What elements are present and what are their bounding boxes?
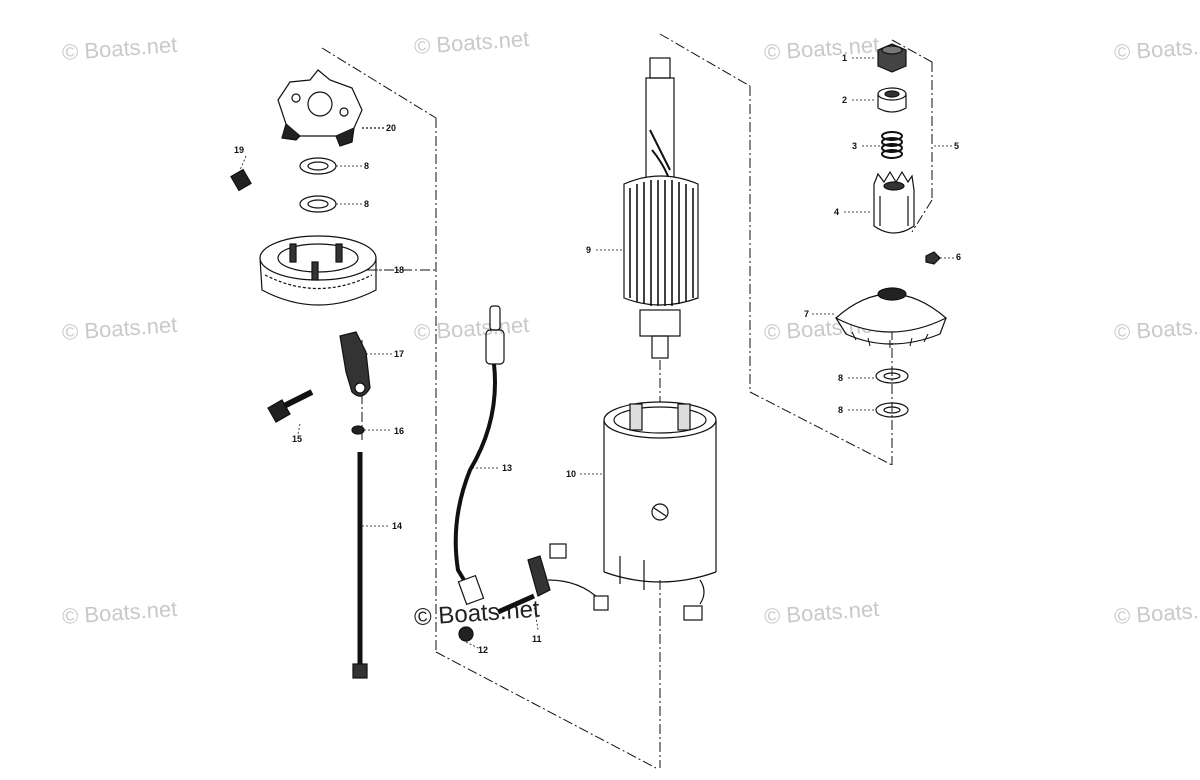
part-label-7: 7 [804, 309, 810, 319]
part-label-16: 16 [394, 426, 405, 436]
part-label-4: 4 [834, 207, 840, 217]
lockwasher-part-16 [351, 425, 365, 435]
part-label-15: 15 [292, 434, 303, 444]
spring-part-3 [881, 131, 903, 159]
lead-wire-part-13 [453, 305, 505, 606]
end-plate-part-20 [277, 69, 384, 147]
part-label-8: 8 [838, 373, 844, 383]
part-label-12: 12 [478, 645, 489, 655]
part-label-14: 14 [392, 521, 403, 531]
part-label-20: 20 [386, 123, 397, 133]
part-label-17: 17 [394, 349, 405, 359]
bolt-part-15 [267, 389, 314, 423]
brush-holder-part-18 [259, 235, 377, 306]
nut-part-6 [925, 251, 941, 265]
bracket-part-17 [339, 331, 371, 397]
part-label-10: 10 [566, 469, 577, 479]
washer-part-8d [875, 402, 909, 418]
screw-part-19 [230, 168, 252, 192]
terminal-part-11 [496, 543, 609, 615]
assembly-line-left [321, 47, 657, 769]
washer-part-8b [299, 195, 337, 213]
part-label-13: 13 [502, 463, 513, 473]
spacer-part-2 [877, 87, 907, 113]
armature-part-9 [623, 57, 699, 359]
assembly-line-right [749, 39, 933, 466]
part-label-11: 11 [532, 634, 542, 644]
part-label-18: 18 [394, 265, 405, 275]
nut-part-1 [877, 43, 907, 73]
through-bolt-part-14 [352, 452, 368, 679]
part-label-9: 9 [586, 245, 592, 255]
washer-part-8a [299, 157, 337, 175]
drive-pinion-part-4 [873, 170, 915, 234]
part-label-1: 1 [842, 53, 848, 63]
leader-lines [239, 57, 954, 649]
part-label-8: 8 [364, 199, 370, 209]
part-label-19: 19 [234, 145, 245, 155]
part-label-6: 6 [956, 252, 962, 262]
nut-part-12 [458, 626, 474, 642]
end-cap-part-7 [834, 287, 948, 348]
frame-part-10 [603, 401, 717, 621]
part-label-2: 2 [842, 95, 848, 105]
part-label-5: 5 [954, 141, 960, 151]
part-label-8: 8 [838, 405, 844, 415]
washer-part-8c [875, 368, 909, 384]
part-label-8: 8 [364, 161, 370, 171]
part-label-3: 3 [852, 141, 858, 151]
